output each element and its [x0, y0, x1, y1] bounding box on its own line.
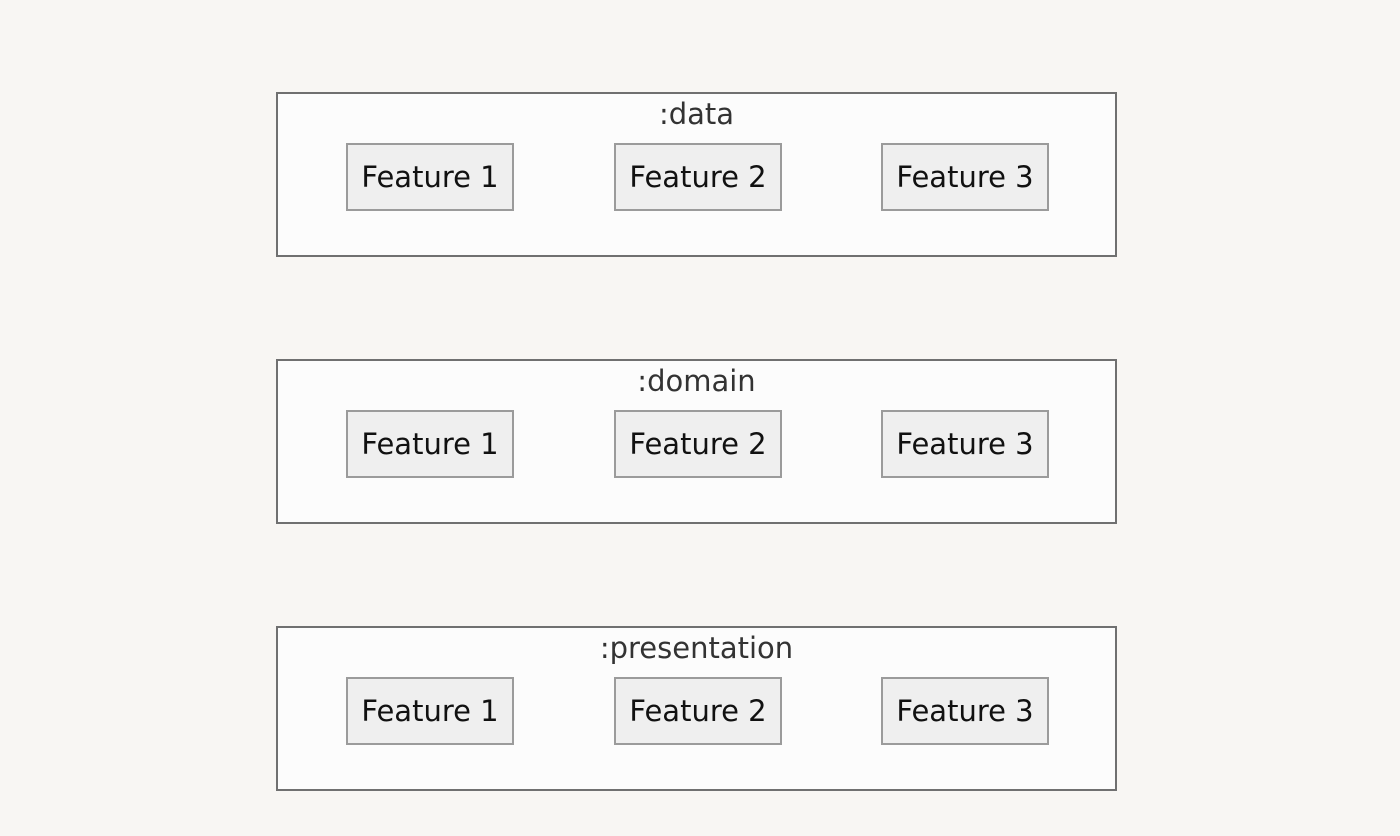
- layer-data: :data Feature 1 Feature 2 Feature 3: [276, 92, 1117, 257]
- layer-presentation: :presentation Feature 1 Feature 2 Featur…: [276, 626, 1117, 791]
- feature-box: Feature 1: [346, 143, 514, 211]
- feature-box: Feature 3: [881, 410, 1049, 478]
- layer-title: :presentation: [599, 631, 794, 665]
- layer-domain: :domain Feature 1 Feature 2 Feature 3: [276, 359, 1117, 524]
- feature-box: Feature 2: [614, 410, 782, 478]
- feature-box: Feature 2: [614, 677, 782, 745]
- feature-box: Feature 3: [881, 143, 1049, 211]
- feature-box: Feature 1: [346, 677, 514, 745]
- layer-title: :data: [658, 97, 735, 131]
- feature-box: Feature 2: [614, 143, 782, 211]
- layer-title: :domain: [637, 364, 756, 398]
- feature-box: Feature 3: [881, 677, 1049, 745]
- feature-box: Feature 1: [346, 410, 514, 478]
